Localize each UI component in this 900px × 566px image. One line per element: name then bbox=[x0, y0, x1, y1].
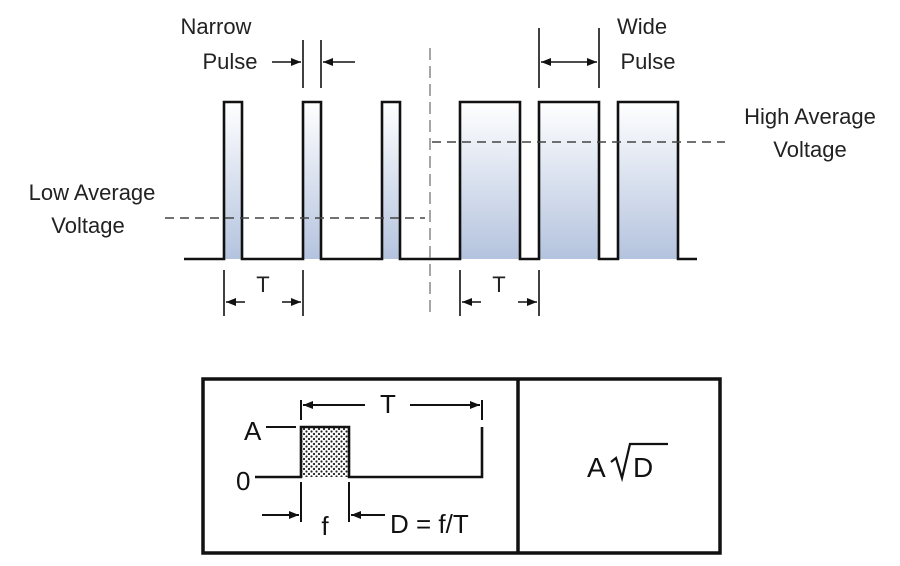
wide-pulse-1 bbox=[460, 102, 520, 259]
period-marker-right bbox=[459, 270, 540, 316]
narrow-pulse-3 bbox=[382, 102, 400, 259]
low-average-label-line2: Voltage bbox=[51, 213, 124, 238]
result-prefix: A bbox=[587, 452, 606, 483]
narrow-waveform bbox=[184, 100, 430, 261]
narrow-pulse-1 bbox=[224, 102, 242, 259]
wide-pulse-width-marker bbox=[538, 28, 600, 88]
high-average-label-line2: Voltage bbox=[773, 137, 846, 162]
period-label-right: T bbox=[492, 272, 505, 297]
narrow-pulse-label-line1: Narrow bbox=[181, 14, 252, 39]
radical-sign bbox=[610, 442, 668, 483]
narrow-pulse-2 bbox=[303, 102, 321, 259]
wide-pulse-2 bbox=[539, 102, 599, 259]
wide-pulse-label-line2: Pulse bbox=[620, 49, 675, 74]
wide-pulse-label-line1: Wide bbox=[617, 14, 667, 39]
narrow-pulse-label-line2: Pulse bbox=[202, 49, 257, 74]
narrow-pulse-train bbox=[184, 100, 430, 261]
duty-formula: D = f/T bbox=[390, 509, 469, 539]
wide-waveform bbox=[430, 100, 697, 261]
pulse-width-label: f bbox=[321, 511, 329, 541]
table-border bbox=[201, 377, 722, 555]
result-radicand: D bbox=[633, 452, 653, 483]
duty-cycle-table: A 0 T f D = f/T A D bbox=[201, 377, 722, 555]
wide-pulse-3 bbox=[618, 102, 678, 259]
amplitude-label: A bbox=[244, 416, 262, 446]
table-pulse-waveform bbox=[255, 425, 484, 479]
table-pulse-fill bbox=[301, 427, 349, 477]
wide-pulse-train bbox=[430, 100, 697, 261]
table-period-label: T bbox=[380, 389, 396, 419]
period-marker-left bbox=[223, 270, 304, 316]
zero-label: 0 bbox=[236, 466, 250, 496]
period-label-left: T bbox=[256, 272, 269, 297]
narrow-pulse-width-marker bbox=[272, 40, 355, 88]
high-average-label-line1: High Average bbox=[744, 104, 876, 129]
low-average-label-line1: Low Average bbox=[29, 180, 156, 205]
